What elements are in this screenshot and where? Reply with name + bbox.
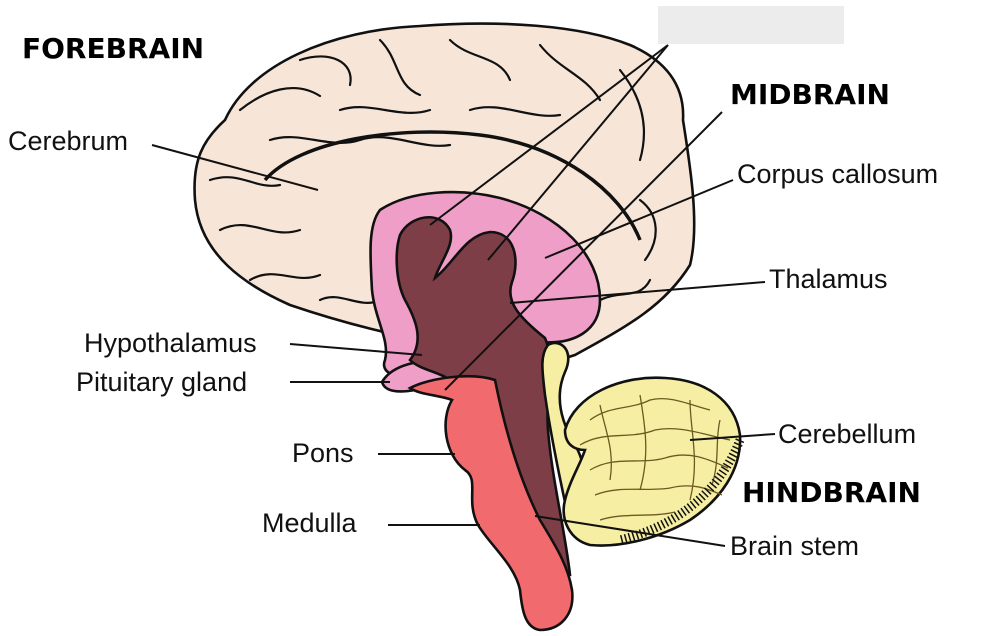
brain-stem-shape bbox=[407, 375, 574, 632]
corpus-callosum-leader bbox=[544, 179, 734, 259]
thalamus-label: Thalamus bbox=[769, 264, 888, 294]
cerebellum-folia bbox=[579, 394, 731, 521]
midbrain-leader bbox=[444, 111, 723, 391]
hypothalamus-leader bbox=[289, 343, 423, 356]
pituitary-gland-label: Pituitary gland bbox=[76, 367, 247, 397]
corpus-callosum-arc bbox=[263, 130, 642, 241]
answer-leader-1 bbox=[429, 44, 669, 226]
forebrain-heading: FOREBRAIN bbox=[22, 32, 204, 65]
leader-lines bbox=[151, 44, 776, 547]
answer-leader-2 bbox=[487, 44, 669, 261]
cerebellum-shape bbox=[562, 376, 742, 547]
brain-stem-label: Brain stem bbox=[730, 531, 859, 561]
hypothalamus-label: Hypothalamus bbox=[84, 328, 257, 358]
cerebrum-leader bbox=[151, 144, 319, 191]
medulla-label: Medulla bbox=[262, 508, 358, 538]
brain-stem-leader bbox=[534, 515, 726, 547]
thalamus-leader bbox=[509, 281, 766, 304]
corpus-callosum-label: Corpus callosum bbox=[737, 159, 938, 189]
midbrain-heading: MIDBRAIN bbox=[730, 78, 890, 111]
cerebellum-leader bbox=[689, 433, 776, 441]
hindbrain-heading: HINDBRAIN bbox=[742, 476, 921, 509]
cerebrum-label: Cerebrum bbox=[8, 126, 128, 156]
cerebellum-label: Cerebellum bbox=[778, 419, 916, 449]
answer-box bbox=[658, 6, 844, 44]
pons-label: Pons bbox=[292, 438, 354, 468]
